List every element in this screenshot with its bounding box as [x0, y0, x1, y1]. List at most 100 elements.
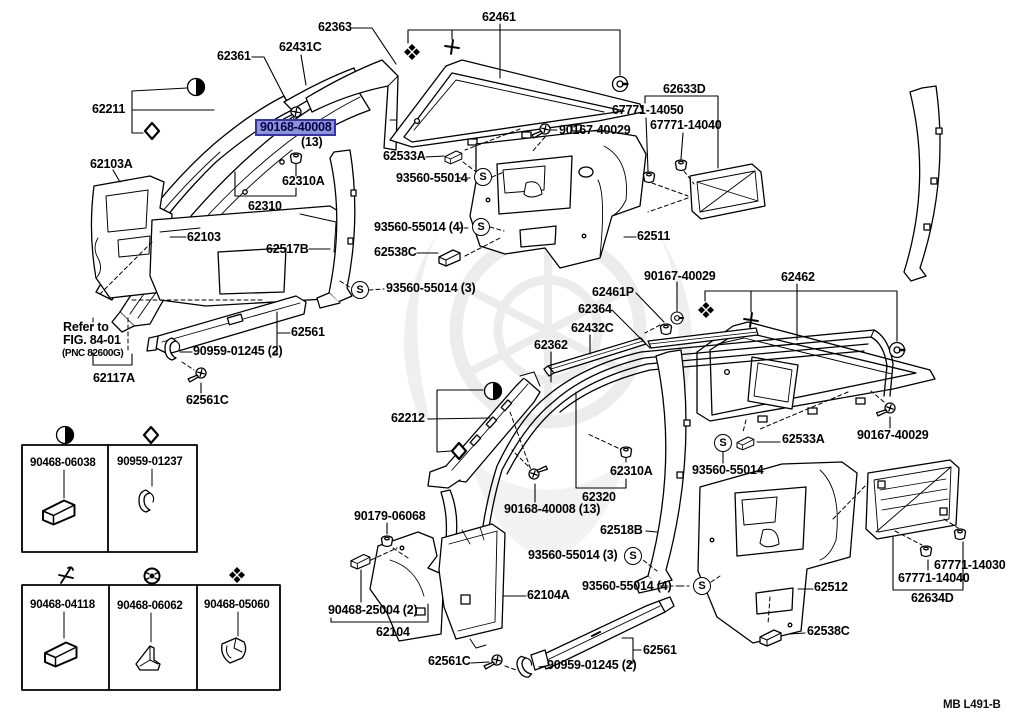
s-marker-letter: S — [477, 221, 485, 233]
part-label-90168-40008-bottom: 90168-40008 (13) — [504, 502, 601, 516]
part-label-93560-55014-4-right: 93560-55014 (4) — [582, 579, 672, 593]
selected-part-number-90168-40008[interactable]: 90168-40008 — [255, 119, 337, 136]
nut-67771-14040-bottom — [919, 545, 933, 558]
part-label-62533a-top: 62533A — [383, 149, 426, 163]
marker-halfdot-box — [55, 425, 75, 445]
nut-67771-14050 — [642, 171, 656, 184]
clip-62533a-top — [444, 150, 463, 165]
grommet-62310a-top — [289, 152, 303, 165]
nut-67771-14040-top — [674, 159, 688, 172]
s-marker-letter: S — [479, 171, 487, 183]
s-marker-top: S — [474, 168, 492, 186]
part-label-62310: 62310 — [248, 199, 282, 213]
part-label-62361: 62361 — [217, 49, 251, 63]
note-refer-to: Refer to — [63, 320, 109, 334]
part-62518b-retainer — [634, 349, 691, 594]
note-pnc-82600g: (PNC 82600G) — [62, 348, 124, 359]
part-label-62512: 62512 — [814, 580, 848, 594]
part-label-62104: 62104 — [376, 625, 410, 639]
grommet-62310a-bottom — [619, 446, 633, 459]
part-label-93560-55014-3-left: 93560-55014 (3) — [386, 281, 476, 295]
clip-62538c-left — [438, 249, 461, 267]
part-62634d-quarter-cover — [865, 459, 960, 540]
part-62104a-trim-board-lower — [438, 523, 506, 649]
part-label-62538c-left: 62538C — [374, 245, 417, 259]
s-marker-left-4: S — [472, 218, 490, 236]
part-62364-molding-joint — [647, 327, 759, 349]
s-marker-left-3: S — [351, 281, 369, 299]
part-label-62518b: 62518B — [600, 523, 643, 537]
part-label-90167-40029-mid: 90167-40029 — [644, 269, 716, 283]
part-label-90167-40029-top: 90167-40029 — [559, 123, 631, 137]
part-label-62634d: 62634D — [911, 591, 954, 605]
part-label-90167-40029-right: 90167-40029 — [857, 428, 929, 442]
part-label-62363: 62363 — [318, 20, 352, 34]
s-marker-letter: S — [698, 580, 706, 592]
leader-lines — [92, 23, 964, 668]
part-label-93560-55014-4-left: 93560-55014 (4) — [374, 220, 464, 234]
part-62561-scuff-plate-rear — [530, 596, 675, 671]
part-label-93560-55014-3-right: 93560-55014 (3) — [528, 548, 618, 562]
part-label-62462: 62462 — [781, 270, 815, 284]
note-fig-84-01: FIG. 84-01 — [63, 333, 121, 347]
part-62633d-quarter-cover — [689, 163, 766, 220]
marker-diamond-apillar — [143, 121, 161, 141]
part-label-90959-01245-bottom: 90959-01245 (2) — [547, 658, 637, 672]
part-rear-pillar-retainer-upper — [903, 85, 943, 282]
marker-fourdiamond-62462 — [697, 301, 715, 319]
part-label-62310a-bottom: 62310A — [610, 464, 653, 478]
part-label-90959-01245-top: 90959-01245 (2) — [193, 344, 283, 358]
part-62512-quarter-trim-panel — [697, 461, 858, 644]
box-label-90468-06038: 90468-06038 — [30, 457, 96, 469]
part-label-62103: 62103 — [187, 230, 221, 244]
marker-plus-62461 — [443, 38, 461, 56]
grommet-90167-40029-mid — [670, 311, 684, 325]
part-label-67771-14030: 67771-14030 — [934, 558, 1006, 572]
part-label-67771-14040-top: 67771-14040 — [650, 118, 722, 132]
box-label-90959-01237: 90959-01237 — [117, 456, 183, 468]
part-label-93560-55014-top: 93560-55014 — [396, 171, 468, 185]
part-62320-roof-side-molding-bundle — [479, 329, 894, 549]
part-label-62310a-top: 62310A — [282, 174, 325, 188]
part-label-62432c: 62432C — [571, 321, 614, 335]
clip-62461p — [659, 323, 673, 336]
part-label-62212: 62212 — [391, 411, 425, 425]
screw-90168-40008-bottom — [526, 460, 549, 484]
marker-fourdiamond-box — [228, 566, 246, 584]
marker-ring-box — [143, 567, 161, 585]
dashed-connectors — [92, 128, 959, 671]
marker-fourdiamond-62461 — [403, 43, 421, 61]
marker-diamond-box — [142, 425, 160, 445]
clip-90179-06068 — [380, 535, 394, 548]
part-label-62364: 62364 — [578, 302, 612, 316]
clip-90468-25004 — [350, 553, 371, 570]
figure-code: MB L491-B — [943, 699, 1001, 711]
part-62363-front-pillar-molding — [305, 59, 399, 151]
marker-halfdot-apillar — [186, 77, 206, 97]
grommet-62461 — [611, 75, 629, 93]
nut-67771-14030 — [953, 528, 967, 541]
s-marker-right-4: S — [693, 577, 711, 595]
part-label-62633d: 62633D — [663, 82, 706, 96]
s-marker-letter: S — [629, 550, 637, 562]
part-label-62461p: 62461P — [592, 285, 634, 299]
part-62461-quarter-window-frame — [389, 59, 644, 148]
marker-pin-box — [58, 566, 74, 584]
part-label-62103a: 62103A — [90, 157, 133, 171]
part-62212-center-pillar-garnish — [427, 371, 541, 541]
part-label-67771-14040-bottom: 67771-14040 — [898, 571, 970, 585]
screw-90167-40029-right — [875, 398, 898, 422]
part-label-90179-06068: 90179-06068 — [354, 509, 426, 523]
clip-62533a-right — [736, 436, 755, 451]
s-marker-letter: S — [356, 284, 364, 296]
part-qty-90168-40008: (13) — [301, 135, 323, 149]
marker-halfdot-62212 — [483, 381, 503, 401]
part-label-62117a: 62117A — [93, 371, 135, 385]
part-label-62511: 62511 — [637, 229, 671, 243]
part-label-93560-55014-right: 93560-55014 — [692, 463, 764, 477]
part-62511-quarter-trim-panel — [469, 129, 647, 269]
part-label-62362: 62362 — [534, 338, 568, 352]
part-label-62561-bottom: 62561 — [643, 643, 677, 657]
